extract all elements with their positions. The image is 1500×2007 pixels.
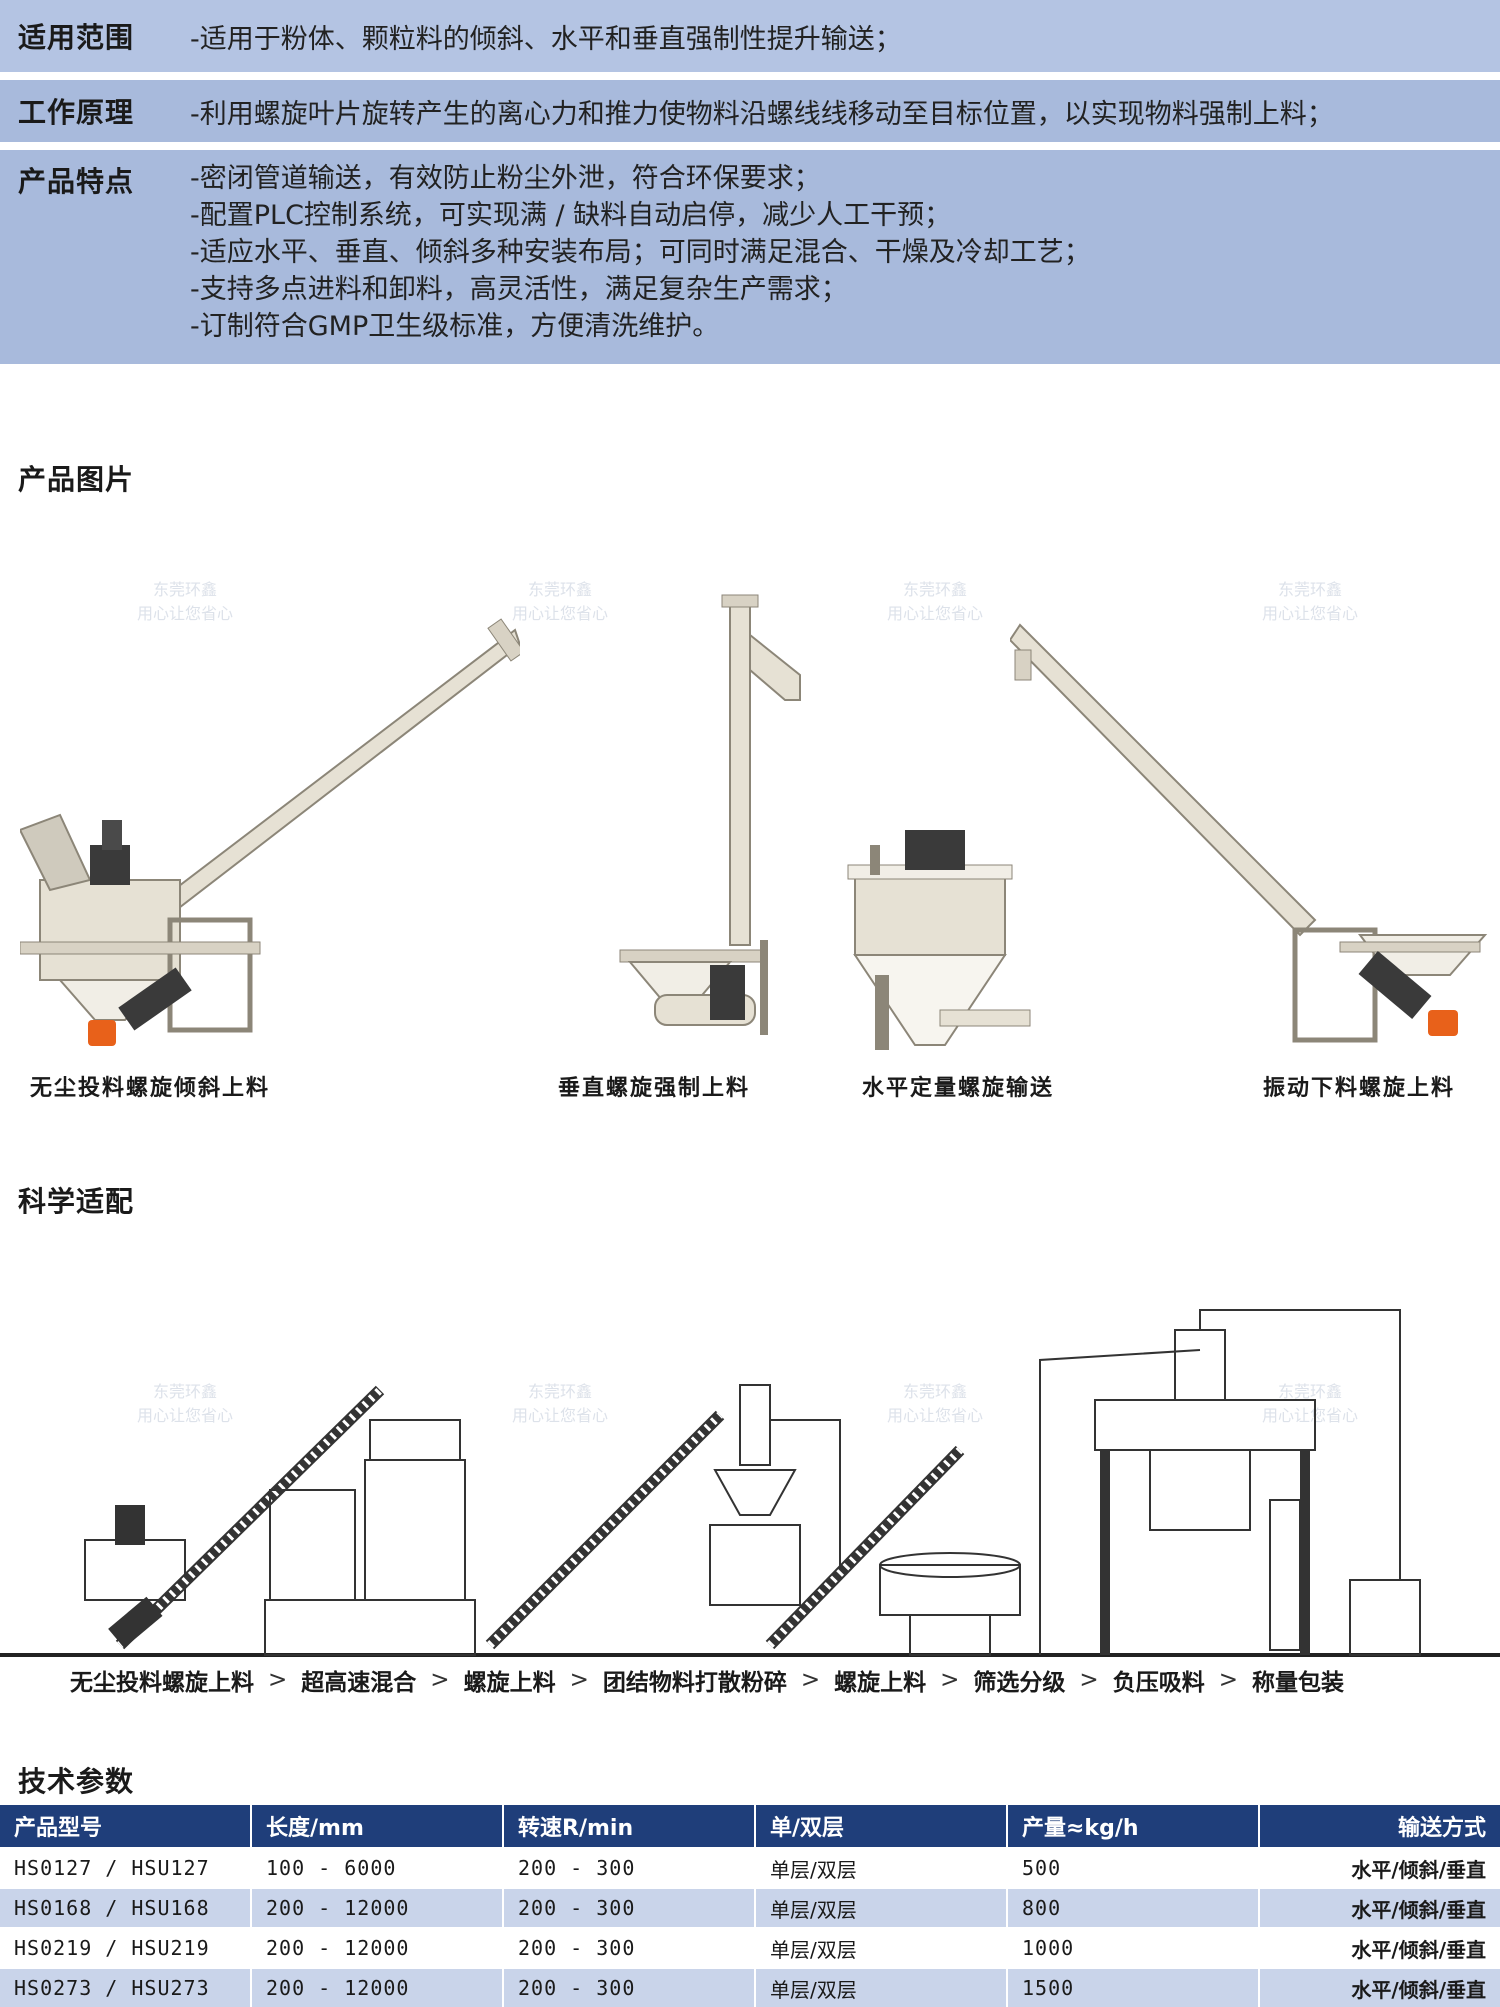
process-step: 称量包装: [1251, 1670, 1344, 1696]
product-image-horizontal: [840, 590, 1040, 1050]
table-cell: 单层/双层: [755, 1967, 1008, 2007]
product-caption: 水平定量螺旋输送: [862, 1076, 1055, 1101]
table-cell: HS0273 / HSU273: [0, 1967, 252, 2007]
principle-label: 工作原理: [18, 96, 135, 129]
table-cell: HS0168 / HSU168: [0, 1887, 252, 1928]
section-title-params: 技术参数: [18, 1765, 135, 1798]
process-separator: >: [800, 1667, 821, 1693]
watermark: 东莞环鑫用心让您省心: [511, 1382, 608, 1425]
table-cell: HS0127 / HSU127: [0, 1847, 252, 1888]
table-cell: 200 - 300: [503, 1927, 756, 1968]
table-row: HS0127 / HSU127 100 - 6000 200 - 300 单层/…: [0, 1847, 1500, 1888]
divider: [0, 142, 1500, 150]
table-cell: 单层/双层: [755, 1847, 1008, 1888]
watermark: 东莞环鑫用心让您省心: [1261, 1382, 1358, 1425]
table-cell: 800: [1007, 1887, 1260, 1928]
table-cell: 200 - 12000: [251, 1967, 504, 2007]
spec-table: 产品型号 长度/mm 转速R/min 单/双层 产量≈kg/h 输送方式 HS0…: [0, 1805, 1500, 2007]
table-header-cell: 转速R/min: [503, 1805, 756, 1848]
features-row: 产品特点 -密闭管道输送，有效防止粉尘外泄，符合环保要求； -配置PLC控制系统…: [0, 150, 1500, 364]
watermark: 东莞环鑫用心让您省心: [136, 1382, 233, 1425]
product-caption: 振动下料螺旋上料: [1263, 1076, 1456, 1101]
table-header-cell: 长度/mm: [251, 1805, 504, 1848]
process-separator: >: [940, 1667, 960, 1693]
table-cell: 100 - 6000: [251, 1847, 504, 1888]
table-cell: 200 - 12000: [251, 1887, 504, 1928]
table-header-cell: 产量≈kg/h: [1007, 1805, 1260, 1848]
product-image-inclined: [20, 590, 520, 1050]
table-cell: 200 - 300: [503, 1967, 756, 2007]
process-separator: >: [569, 1667, 589, 1693]
table-cell: 水平/倾斜/垂直: [1259, 1967, 1500, 2007]
principle-row: 工作原理 -利用螺旋叶片旋转产生的离心力和推力使物料沿螺线线移动至目标位置，以实…: [0, 80, 1500, 142]
table-cell: 500: [1007, 1847, 1260, 1888]
table-cell: 1500: [1007, 1967, 1260, 2007]
watermark: 东莞环鑫用心让您省心: [1261, 580, 1358, 623]
process-separator: >: [1218, 1667, 1238, 1693]
feature-item: -支持多点进料和卸料，高灵活性，满足复杂生产需求；: [190, 274, 848, 305]
scope-label: 适用范围: [18, 21, 135, 54]
watermark: 东莞环鑫用心让您省心: [886, 580, 983, 623]
table-header-cell: 单/双层: [755, 1805, 1008, 1848]
feature-item: -适应水平、垂直、倾斜多种安装布局；可同时满足混合、干燥及冷却工艺；: [190, 237, 1091, 268]
table-header-row: 产品型号 长度/mm 转速R/min 单/双层 产量≈kg/h 输送方式: [0, 1805, 1500, 1848]
scope-row: 适用范围 -适用于粉体、颗粒料的倾斜、水平和垂直强制性提升输送；: [0, 0, 1500, 72]
table-header-cell: 产品型号: [0, 1805, 252, 1848]
watermark: 东莞环鑫用心让您省心: [136, 580, 233, 623]
table-cell: 200 - 12000: [251, 1927, 504, 1968]
scope-text: -适用于粉体、颗粒料的倾斜、水平和垂直强制性提升输送；: [190, 23, 902, 55]
features-list: -密闭管道输送，有效防止粉尘外泄，符合环保要求； -配置PLC控制系统，可实现满…: [190, 160, 1091, 345]
process-flow: 无尘投料螺旋上料 > 超高速混合 > 螺旋上料 > 团结物料打散粉碎 > 螺旋上…: [70, 1663, 1450, 1697]
feature-item: -订制符合GMP卫生级标准，方便清洗维护。: [190, 311, 720, 342]
table-cell: 单层/双层: [755, 1927, 1008, 1968]
process-step: 负压吸料: [1112, 1670, 1205, 1696]
product-caption: 无尘投料螺旋倾斜上料: [30, 1076, 271, 1101]
table-row: HS0273 / HSU273 200 - 12000 200 - 300 单层…: [0, 1967, 1500, 2007]
table-cell: 200 - 300: [503, 1847, 756, 1888]
process-separator: >: [1079, 1667, 1099, 1693]
table-row: HS0168 / HSU168 200 - 12000 200 - 300 单层…: [0, 1887, 1500, 1928]
product-caption: 垂直螺旋强制上料: [558, 1076, 751, 1101]
process-step: 超高速混合: [301, 1670, 417, 1696]
process-separator: >: [430, 1667, 450, 1693]
process-line-diagram: [0, 1300, 1500, 1664]
divider: [0, 72, 1500, 80]
table-cell: 水平/倾斜/垂直: [1259, 1887, 1500, 1928]
table-cell: 水平/倾斜/垂直: [1259, 1847, 1500, 1888]
info-band: 适用范围 -适用于粉体、颗粒料的倾斜、水平和垂直强制性提升输送； 工作原理 -利…: [0, 0, 1500, 364]
watermark: 东莞环鑫用心让您省心: [511, 580, 608, 623]
table-cell: 1000: [1007, 1927, 1260, 1968]
feature-item: -密闭管道输送，有效防止粉尘外泄，符合环保要求；: [190, 163, 821, 194]
section-title-pictures: 产品图片: [18, 463, 135, 496]
section-title-adapt: 科学适配: [18, 1185, 135, 1218]
process-step: 团结物料打散粉碎: [602, 1670, 787, 1696]
watermark: 东莞环鑫用心让您省心: [886, 1382, 983, 1425]
table-cell: 水平/倾斜/垂直: [1259, 1927, 1500, 1968]
table-cell: HS0219 / HSU219: [0, 1927, 252, 1968]
table-header-cell: 输送方式: [1259, 1805, 1500, 1848]
table-cell: 200 - 300: [503, 1887, 756, 1928]
feature-item: -配置PLC控制系统，可实现满 / 缺料自动启停，减少人工干预；: [190, 200, 952, 231]
principle-text: -利用螺旋叶片旋转产生的离心力和推力使物料沿螺线线移动至目标位置，以实现物料强制…: [190, 98, 1334, 130]
product-image-vertical: [610, 590, 810, 1050]
process-step: 无尘投料螺旋上料: [70, 1670, 254, 1696]
process-step: 螺旋上料: [834, 1670, 927, 1696]
product-image-vibratory: [1010, 590, 1490, 1050]
process-separator: >: [268, 1667, 288, 1693]
features-label: 产品特点: [18, 165, 135, 198]
process-step: 螺旋上料: [463, 1670, 556, 1696]
process-step: 筛选分级: [973, 1670, 1066, 1696]
table-row: HS0219 / HSU219 200 - 12000 200 - 300 单层…: [0, 1927, 1500, 1968]
table-cell: 单层/双层: [755, 1887, 1008, 1928]
